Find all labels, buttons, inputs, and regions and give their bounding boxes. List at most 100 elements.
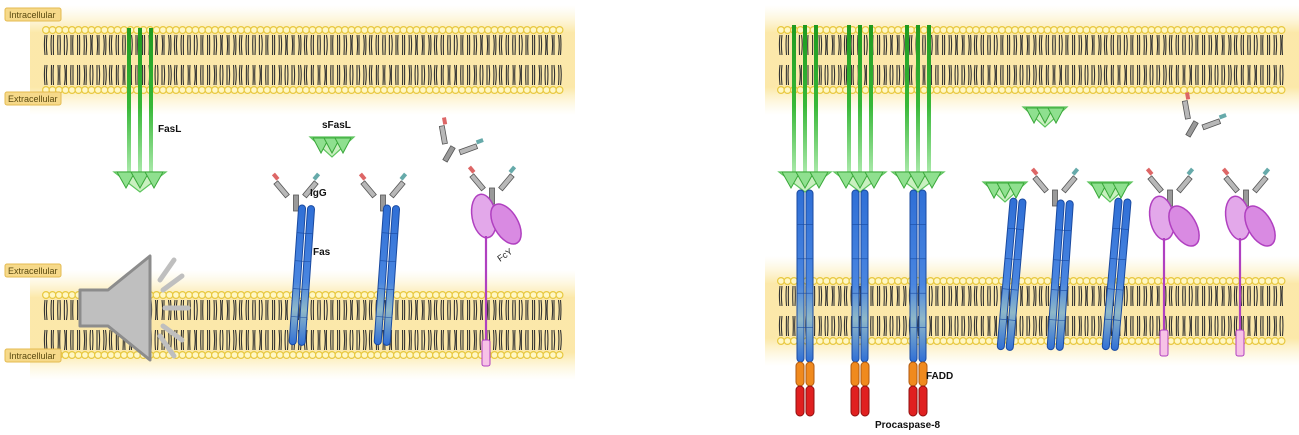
lipid-head xyxy=(530,27,537,34)
lipid-head xyxy=(381,27,388,34)
lipid-head xyxy=(368,352,375,359)
lipid-head xyxy=(231,27,238,34)
lipid-head xyxy=(316,27,323,34)
lipid-head xyxy=(999,27,1006,34)
lipid-head xyxy=(1207,278,1214,285)
lipid-head xyxy=(530,292,537,299)
lipid-head xyxy=(400,352,407,359)
lipid-head xyxy=(296,27,303,34)
lipid-head xyxy=(934,87,941,94)
lipid-head xyxy=(244,27,251,34)
lipid-head xyxy=(1031,338,1038,345)
lipid-head xyxy=(543,87,550,94)
lipid-head xyxy=(862,27,869,34)
lipid-head xyxy=(1109,27,1116,34)
lipid-head xyxy=(498,292,505,299)
lipid-head xyxy=(95,352,102,359)
lipid-head xyxy=(1090,278,1097,285)
lipid-head xyxy=(316,292,323,299)
lipid-head xyxy=(251,292,258,299)
lipid-head xyxy=(882,338,889,345)
lipid-head xyxy=(290,87,297,94)
lipid-head xyxy=(101,27,108,34)
lipid-head xyxy=(342,352,349,359)
lipid-head xyxy=(394,292,401,299)
igg-tip xyxy=(468,166,476,174)
fcr-tail xyxy=(482,340,490,366)
lipid-head xyxy=(1220,87,1227,94)
lipid-head xyxy=(127,352,134,359)
lipid-head xyxy=(517,352,524,359)
lipid-head xyxy=(1083,278,1090,285)
lipid-head xyxy=(1168,27,1175,34)
lipid-head xyxy=(1200,87,1207,94)
lipid-head xyxy=(179,292,186,299)
lipid-head xyxy=(888,27,895,34)
lipid-head xyxy=(225,292,232,299)
lipid-head xyxy=(1103,87,1110,94)
lipid-head xyxy=(1057,87,1064,94)
lipid-head xyxy=(1109,87,1116,94)
lipid-head xyxy=(1278,338,1285,345)
igg-tip xyxy=(1263,168,1271,176)
lipid-head xyxy=(830,27,837,34)
lipid-head xyxy=(1116,87,1123,94)
lipid-head xyxy=(407,87,414,94)
lipid-head xyxy=(895,27,902,34)
igg-tip xyxy=(1031,168,1039,176)
lipid-head xyxy=(472,27,479,34)
igg-fab-right xyxy=(459,144,478,155)
lipid-head xyxy=(960,87,967,94)
lipid-head xyxy=(361,87,368,94)
lipid-head xyxy=(953,338,960,345)
lipid-head xyxy=(160,27,167,34)
lipid-head xyxy=(940,27,947,34)
lipid-head xyxy=(491,292,498,299)
lipid-head xyxy=(244,87,251,94)
lipid-head xyxy=(986,27,993,34)
lipid-head xyxy=(465,27,472,34)
igg-fc xyxy=(1186,121,1198,137)
lipid-head xyxy=(1018,338,1025,345)
lipid-head xyxy=(277,27,284,34)
lipid-head xyxy=(1246,278,1253,285)
lipid-head xyxy=(556,27,563,34)
lipid-head xyxy=(1025,338,1032,345)
lipid-head xyxy=(231,352,238,359)
lipid-head xyxy=(335,352,342,359)
lipid-head xyxy=(1096,338,1103,345)
lipid-head xyxy=(784,338,791,345)
lipid-head xyxy=(173,292,180,299)
lipid-head xyxy=(875,87,882,94)
lipid-head xyxy=(82,27,89,34)
lipid-head xyxy=(524,27,531,34)
lipid-head xyxy=(179,352,186,359)
lipid-head xyxy=(1155,27,1162,34)
lipid-head xyxy=(1070,87,1077,94)
lipid-head xyxy=(1272,27,1279,34)
lipid-head xyxy=(329,292,336,299)
igg-fab-right xyxy=(499,174,514,191)
lipid-head xyxy=(960,278,967,285)
lipid-head xyxy=(1194,278,1201,285)
lipid-head xyxy=(355,292,362,299)
lipid-head xyxy=(1070,27,1077,34)
lipid-head xyxy=(1233,278,1240,285)
lipid-head xyxy=(1057,27,1064,34)
lipid-head xyxy=(966,87,973,94)
lipid-head xyxy=(1051,27,1058,34)
lipid-head xyxy=(186,292,193,299)
lipid-head xyxy=(530,352,537,359)
procaspase-domain xyxy=(796,386,804,416)
lipid-head xyxy=(413,87,420,94)
label-fcr: FcY xyxy=(495,246,514,263)
lipid-head xyxy=(986,338,993,345)
lipid-head xyxy=(921,87,928,94)
lipid-head xyxy=(1194,27,1201,34)
lipid-head xyxy=(485,27,492,34)
lipid-head xyxy=(1031,27,1038,34)
procaspase-domain xyxy=(919,386,927,416)
fadd-domain xyxy=(861,362,869,386)
lipid-head xyxy=(290,352,297,359)
lipid-head xyxy=(504,292,511,299)
